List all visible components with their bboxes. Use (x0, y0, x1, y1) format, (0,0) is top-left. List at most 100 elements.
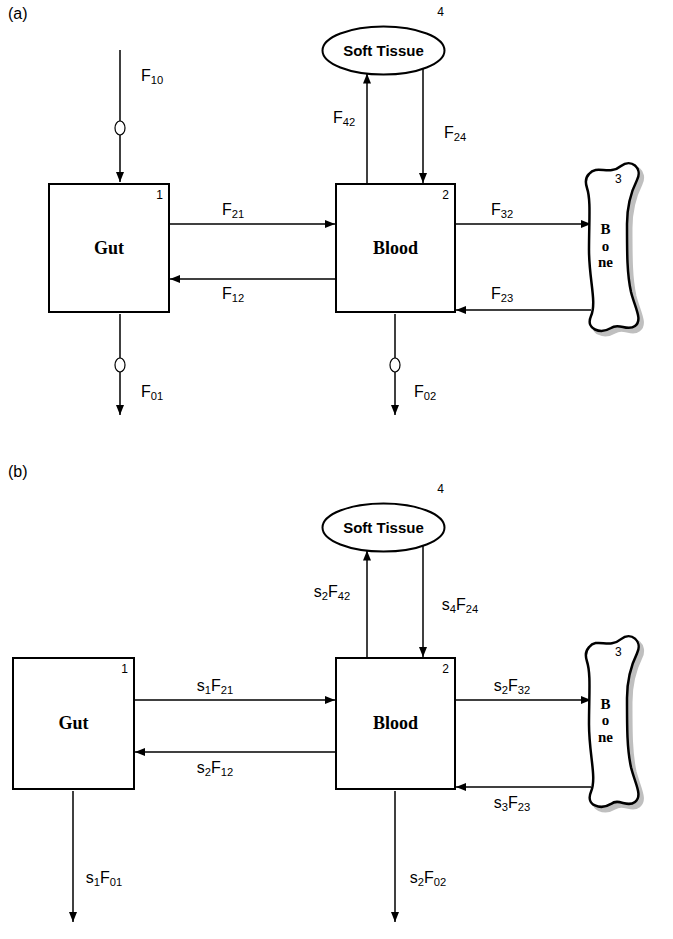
symbol: (a) (8, 5, 28, 22)
compartment-box: 2Blood (335, 657, 456, 790)
compartment-number: 2 (442, 662, 449, 676)
symbol: s (314, 583, 322, 600)
symbol: F (444, 124, 454, 141)
bone-outline (583, 633, 643, 808)
symbol: F (328, 583, 338, 600)
bone-shape (586, 636, 639, 806)
symbol: F (211, 759, 221, 776)
subscript: 21 (221, 684, 233, 696)
compartment-ellipse: 4Soft Tissue (321, 25, 446, 76)
ellipse-shape (323, 504, 445, 552)
panel-label: (b) (6, 462, 30, 482)
compartment-name: Bone (598, 696, 613, 746)
subscript: 2 (502, 684, 508, 696)
subscript: 42 (343, 116, 355, 128)
valve-symbol (115, 358, 125, 372)
compartment-box: 2Blood (335, 183, 456, 313)
symbol: F (424, 869, 434, 886)
compartment-name: Gut (94, 238, 124, 259)
flow-label: F12 (220, 284, 246, 304)
subscript: 3 (502, 801, 508, 813)
compartment-number: 4 (437, 482, 444, 496)
compartment-name: Gut (58, 713, 88, 734)
subscript: 02 (424, 390, 436, 402)
symbol: F (414, 383, 424, 400)
compartment-number: 1 (156, 188, 163, 202)
symbol: F (141, 383, 151, 400)
ellipse-shape (323, 27, 445, 75)
bone-compartment: 3Bone (583, 160, 643, 332)
flow-label: s2F02 (408, 868, 448, 888)
subscript: 23 (518, 801, 530, 813)
symbol: F (100, 869, 110, 886)
inflow-arrow (119, 50, 121, 182)
symbol: F (333, 109, 343, 126)
flow-arrow (456, 786, 591, 788)
bone-shape (586, 163, 639, 331)
flow-label: s2F42 (312, 582, 352, 602)
flow-label: s1F01 (84, 868, 124, 888)
subscript: 42 (338, 590, 350, 602)
compartment-box: 1Gut (48, 183, 170, 313)
symbol: F (491, 285, 501, 302)
outflow-arrow (394, 791, 396, 922)
symbol: F (456, 596, 466, 613)
flow-label: s4F24 (440, 595, 480, 615)
flow-arrow (422, 69, 424, 183)
compartment-name: Soft Tissue (343, 519, 424, 536)
subscript: 2 (418, 876, 424, 888)
flow-label: F23 (489, 284, 515, 304)
bone-outline (583, 160, 643, 332)
subscript: 21 (232, 208, 244, 220)
flow-label: F10 (139, 66, 165, 86)
symbol: s (197, 759, 205, 776)
symbol: F (211, 677, 221, 694)
flow-arrow (135, 699, 335, 701)
flow-arrow (422, 546, 424, 657)
subscript: 12 (232, 292, 244, 304)
panel-label: (a) (6, 4, 30, 24)
symbol: s (410, 869, 418, 886)
symbol: F (222, 285, 232, 302)
symbol: F (508, 794, 518, 811)
flow-label: F01 (139, 382, 165, 402)
valve-symbol (115, 121, 125, 135)
symbol: s (197, 677, 205, 694)
compartment-number: 3 (615, 645, 622, 659)
flow-arrow (170, 223, 335, 225)
compartment-number: 2 (442, 188, 449, 202)
subscript: 01 (110, 876, 122, 888)
symbol: s (494, 794, 502, 811)
compartment-ellipse: 4Soft Tissue (321, 502, 446, 553)
subscript: 10 (151, 74, 163, 86)
flow-arrow (170, 278, 335, 280)
subscript: 1 (94, 876, 100, 888)
symbol: F (141, 67, 151, 84)
compartment-name: Bone (598, 221, 613, 271)
compartment-number: 3 (615, 172, 622, 186)
flow-arrow (456, 223, 591, 225)
subscript: 01 (151, 390, 163, 402)
compartment-name: Blood (373, 238, 418, 259)
subscript: 32 (501, 208, 513, 220)
subscript: 2 (205, 766, 211, 778)
flow-label: s3F23 (492, 793, 532, 813)
outflow-arrow (72, 791, 74, 922)
subscript: 23 (501, 292, 513, 304)
subscript: 12 (221, 766, 233, 778)
subscript: 32 (518, 684, 530, 696)
compartment-box: 1Gut (12, 657, 135, 790)
flow-label: s1F21 (195, 676, 235, 696)
subscript: 1 (205, 684, 211, 696)
valve-symbol (390, 358, 400, 372)
flow-arrow (366, 74, 368, 183)
symbol: s (494, 677, 502, 694)
bone-compartment: 3Bone (583, 633, 643, 808)
subscript: 2 (322, 590, 328, 602)
symbol: F (508, 677, 518, 694)
symbol: F (222, 201, 232, 218)
symbol: s (86, 869, 94, 886)
flow-label: F21 (220, 200, 246, 220)
